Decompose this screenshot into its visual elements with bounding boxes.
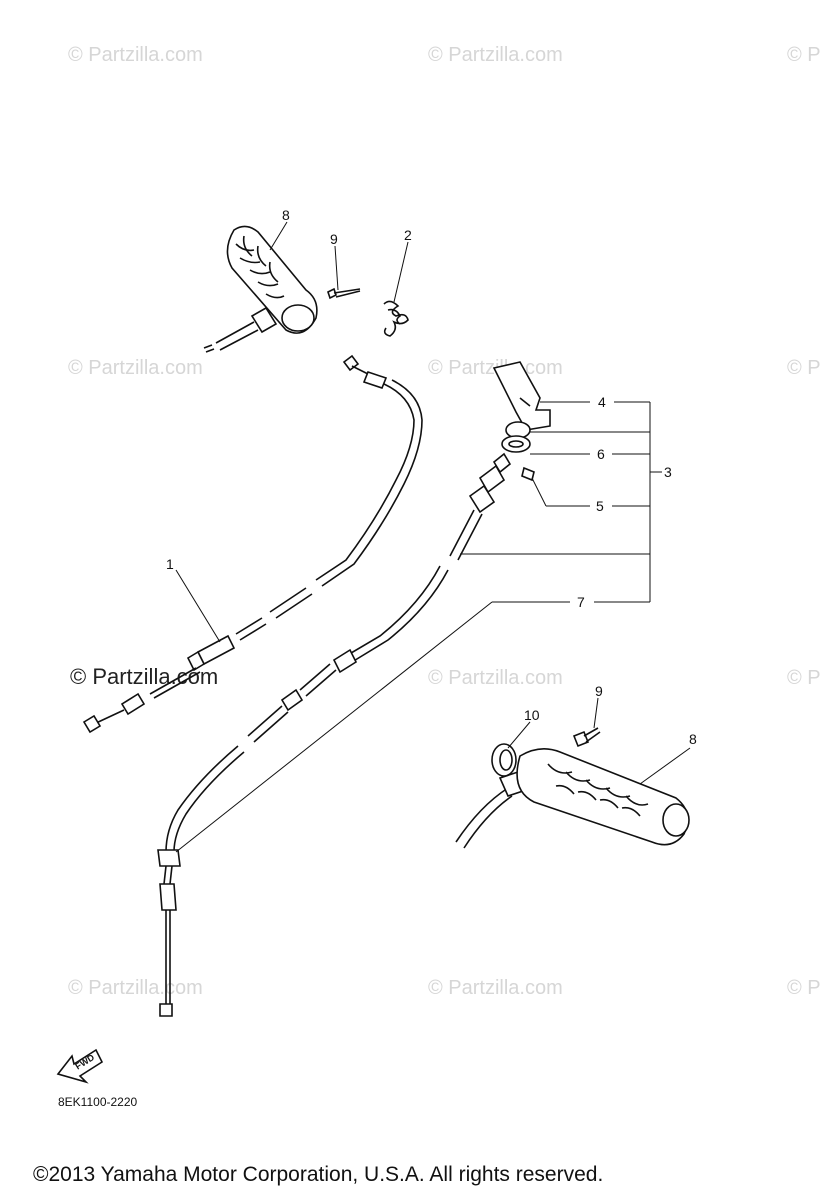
callout-9-lower: 9 xyxy=(595,683,603,699)
cable-clip xyxy=(383,300,409,337)
pin xyxy=(521,466,535,482)
callout-6: 6 xyxy=(597,446,605,462)
watermark: © Partzilla.com xyxy=(68,44,203,66)
washer xyxy=(491,743,517,777)
callout-2: 2 xyxy=(404,227,412,243)
callout-8-top: 8 xyxy=(282,207,290,223)
callout-1: 1 xyxy=(166,556,174,572)
copyright-notice: ©2013 Yamaha Motor Corporation, U.S.A. A… xyxy=(33,1163,604,1186)
throttle-cable xyxy=(82,354,423,734)
watermark: © Partzilla.com xyxy=(428,977,563,999)
leader-lines xyxy=(175,221,691,853)
diagram-code: 8EK1100-2220 xyxy=(58,1095,138,1109)
collar xyxy=(501,421,531,453)
watermark: © Partzilla.com xyxy=(428,667,563,689)
callout-4: 4 xyxy=(598,394,606,410)
throttle-lever xyxy=(492,361,551,431)
watermark: © P xyxy=(787,357,821,379)
screw-top xyxy=(327,287,361,300)
callout-3: 3 xyxy=(664,464,672,480)
callout-7: 7 xyxy=(577,594,585,610)
watermark: © Partzilla.com xyxy=(428,44,563,66)
throttle-cable-long xyxy=(157,452,512,1017)
watermark: © Partzilla.com xyxy=(68,977,203,999)
watermark: © P xyxy=(787,977,821,999)
watermark: © P xyxy=(787,667,821,689)
callout-10: 10 xyxy=(524,707,540,723)
screw-lower xyxy=(572,727,601,748)
right-grip xyxy=(455,748,690,849)
callout-5: 5 xyxy=(596,498,604,514)
callout-8-lower: 8 xyxy=(689,731,697,747)
fwd-arrow-icon: FWD xyxy=(56,1048,104,1084)
watermark: © P xyxy=(787,44,821,66)
callout-9-top: 9 xyxy=(330,231,338,247)
watermark: © Partzilla.com xyxy=(68,357,203,379)
left-grip xyxy=(203,225,318,353)
